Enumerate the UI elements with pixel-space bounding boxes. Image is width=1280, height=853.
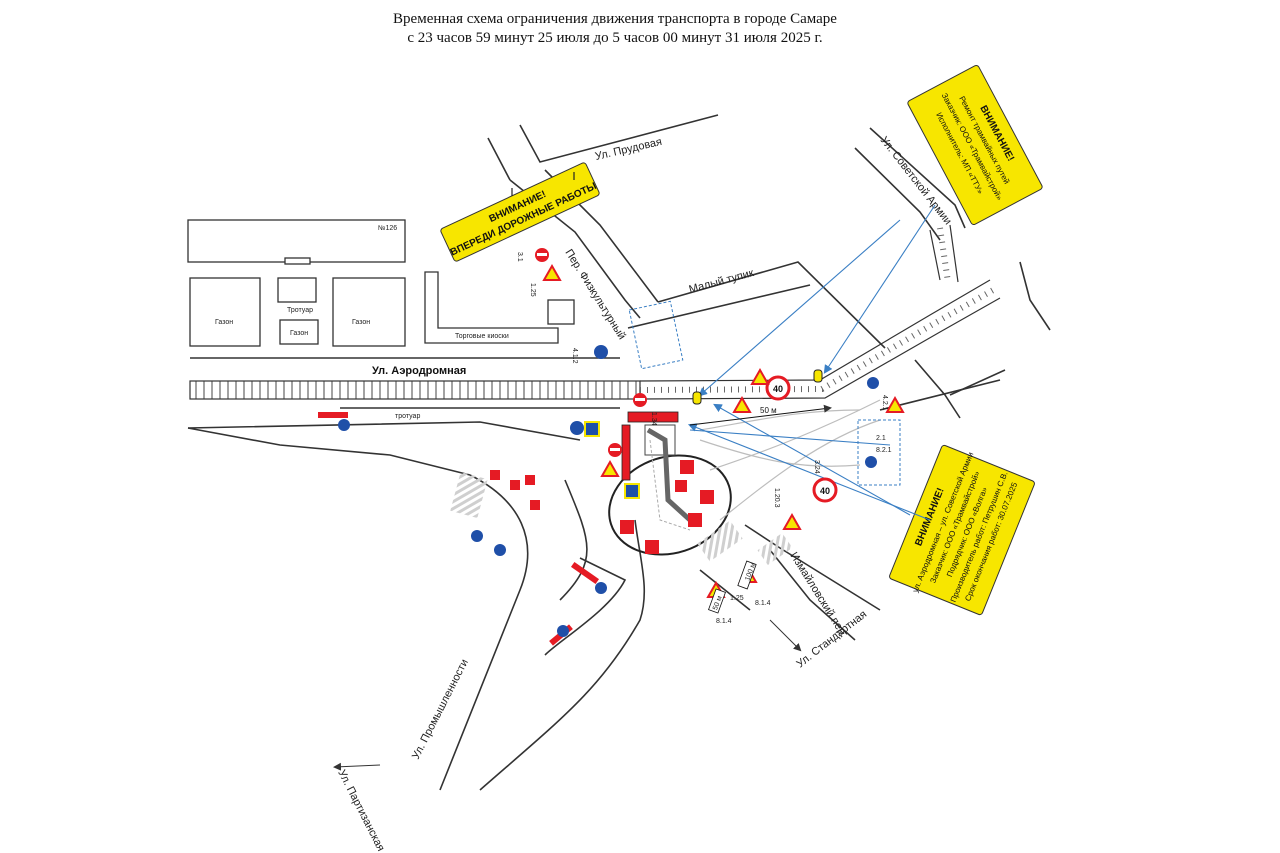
street-fizkulturny: Пер. Физкультурный [562, 247, 627, 342]
turn-lanes [699, 399, 881, 521]
svg-text:4.1.2: 4.1.2 [571, 348, 578, 364]
svg-text:40: 40 [773, 384, 783, 394]
street-prudovaya: Ул. Прудовая [594, 136, 663, 163]
svg-text:1.20.3: 1.20.3 [773, 488, 780, 508]
distance-plates: 100 м 50 м [708, 560, 757, 614]
direction-arrow-left [333, 762, 381, 771]
building-number-label: №126 [378, 225, 397, 232]
street-partizanskaya: Ул. Партизанская [335, 768, 386, 853]
pedestrian-signs [584, 421, 640, 499]
sidewalk-label-2: тротуар [395, 413, 420, 420]
map-header: Временная схема ограничения движения тра… [0, 10, 1230, 48]
banner-top-right: ВНИМАНИЕ! Ремонт трамвайных путей Заказч… [907, 64, 1043, 226]
speed-limit-sign-1: 40 [765, 375, 791, 401]
svg-text:1.25: 1.25 [730, 595, 744, 602]
zone-box-2 [857, 419, 901, 486]
warning-lamps [692, 369, 823, 405]
svg-text:8.2.1: 8.2.1 [876, 447, 892, 454]
sidewalk-label-1: Тротуар [287, 307, 313, 314]
banner-bottom-right: ВНИМАНИЕ! ул. Аэродромная – ул. Советско… [889, 444, 1035, 616]
dimension-50m: 50 м [760, 406, 777, 415]
buildings [187, 219, 575, 347]
svg-text:2.1: 2.1 [876, 435, 886, 442]
zone-box-1 [628, 300, 684, 370]
tram-tracks [189, 224, 1001, 400]
work-zone [318, 411, 714, 646]
svg-text:40: 40 [820, 486, 830, 496]
svg-text:8.1.4: 8.1.4 [755, 600, 771, 607]
street-promyshlennosti: Ул. Промышленности [410, 657, 471, 761]
street-maly-tupik: Малый тупик [688, 267, 756, 296]
direction-arrow-right [769, 619, 802, 652]
header-title-line2: с 23 часов 59 минут 25 июля до 5 часов 0… [407, 30, 823, 46]
crosswalks [450, 472, 793, 565]
svg-text:1.25: 1.25 [529, 283, 536, 297]
dimension-line [689, 404, 832, 426]
street-izmailovsky: Измайловский пер. [787, 550, 849, 640]
leader-lines [687, 204, 936, 521]
header-title-line1: Временная схема ограничения движения тра… [393, 11, 837, 27]
svg-text:50 м: 50 м [712, 595, 724, 611]
lawn-label-1: Газон [215, 319, 233, 326]
svg-text:4.2.1: 4.2.1 [881, 395, 888, 411]
central-island [608, 454, 732, 556]
svg-text:3.1: 3.1 [516, 252, 523, 262]
sign-codes: 1.25 3.1 4.1.2 1.25 8.1.4 8.1.4 3.24 1.2… [516, 252, 892, 625]
kiosks-label: Торговые киоски [455, 333, 509, 340]
lawn-label-3: Газон [352, 319, 370, 326]
svg-text:1.34: 1.34 [650, 412, 657, 426]
speed-limit-sign-2: 40 [812, 477, 838, 503]
banner-left: ВНИМАНИЕ! ВПЕРЕДИ ДОРОЖНЫЕ РАБОТЫ [440, 162, 600, 262]
lawn-label-2: Газон [290, 330, 308, 337]
svg-text:8.1.4: 8.1.4 [716, 618, 732, 625]
no-entry-signs [535, 248, 647, 457]
svg-text:3.24: 3.24 [813, 460, 820, 474]
direction-signs [338, 345, 879, 637]
street-aerodromnaya: Ул. Аэродромная [372, 365, 466, 377]
